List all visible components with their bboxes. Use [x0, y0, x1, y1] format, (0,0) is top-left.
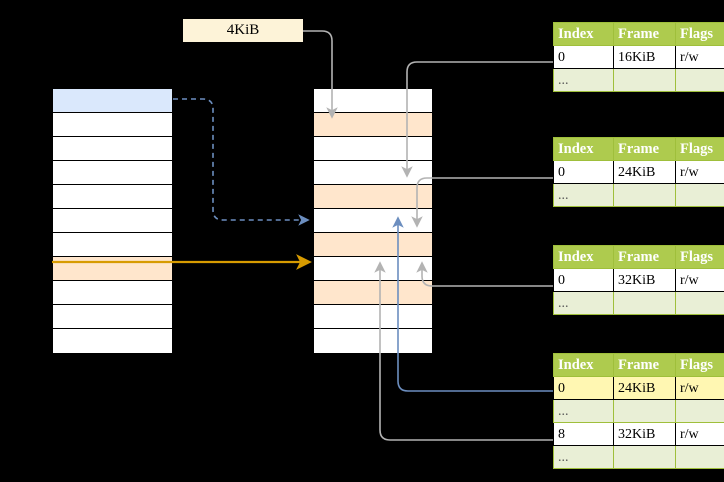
table-cell-flags: r/w [675, 160, 724, 184]
column-header-index: Index [553, 137, 614, 161]
table-cell-index: 0 [553, 268, 614, 292]
page-size-label: 4KiB [183, 19, 303, 42]
memory-cell [314, 185, 432, 209]
memory-cell [53, 89, 172, 113]
table-cell-flags [675, 445, 724, 469]
memory-cell [53, 305, 172, 329]
memory-cell [314, 209, 432, 233]
table-cell-index: 8 [553, 422, 614, 446]
column-header-index: Index [553, 245, 614, 269]
table-cell-frame [613, 291, 676, 315]
table-cell-frame: 32KiB [613, 422, 676, 446]
table-cell-frame [613, 68, 676, 92]
table-cell-index: ... [553, 399, 614, 423]
memory-cell [53, 113, 172, 137]
memory-cell [314, 89, 432, 113]
table-row: ... [553, 68, 724, 92]
table-row: ... [553, 183, 724, 207]
table-cell-index: 0 [553, 160, 614, 184]
table-cell-frame [613, 399, 676, 423]
column-header-frame: Frame [613, 22, 676, 46]
column-header-frame: Frame [613, 353, 676, 377]
table-cell-index: ... [553, 68, 614, 92]
column-header-flags: Flags [675, 22, 724, 46]
memory-cell [314, 113, 432, 137]
table-cell-frame: 24KiB [613, 160, 676, 184]
memory-cell [53, 329, 172, 353]
table-cell-flags [675, 291, 724, 315]
memory-cell [53, 257, 172, 281]
table-cell-frame [613, 445, 676, 469]
memory-cell [53, 209, 172, 233]
virtual-address-space-column [52, 88, 173, 353]
memory-cell [314, 305, 432, 329]
column-header-index: Index [553, 22, 614, 46]
arrow-virtual-blue-page-to-physical-frame [173, 98, 310, 226]
table-cell-frame [613, 183, 676, 207]
column-header-flags: Flags [675, 245, 724, 269]
table-row: ... [553, 445, 724, 469]
column-header-flags: Flags [675, 137, 724, 161]
memory-cell [53, 161, 172, 185]
physical-address-space-column [313, 88, 433, 353]
table-cell-flags: r/w [675, 45, 724, 69]
table-cell-frame: 32KiB [613, 268, 676, 292]
table-cell-flags [675, 399, 724, 423]
memory-cell [314, 161, 432, 185]
table-cell-flags: r/w [675, 376, 724, 400]
column-header-flags: Flags [675, 353, 724, 377]
table-cell-flags [675, 183, 724, 207]
memory-cell [314, 257, 432, 281]
memory-cell [314, 329, 432, 353]
arrow-pt2-to-frame24k [411, 177, 553, 228]
memory-cell [314, 137, 432, 161]
column-header-index: Index [553, 353, 614, 377]
table-cell-flags: r/w [675, 422, 724, 446]
memory-cell [53, 137, 172, 161]
memory-cell [314, 281, 432, 305]
column-header-frame: Frame [613, 245, 676, 269]
table-row: ... [553, 291, 724, 315]
table-cell-index: ... [553, 291, 614, 315]
memory-cell [53, 281, 172, 305]
table-cell-index: 0 [553, 376, 614, 400]
table-cell-frame: 16KiB [613, 45, 676, 69]
arrow-pt3-to-frame32k [416, 261, 553, 287]
table-cell-index: ... [553, 445, 614, 469]
column-header-frame: Frame [613, 137, 676, 161]
table-cell-frame: 24KiB [613, 376, 676, 400]
table-cell-flags: r/w [675, 268, 724, 292]
table-row: ... [553, 399, 724, 423]
table-cell-index: 0 [553, 45, 614, 69]
table-cell-index: ... [553, 183, 614, 207]
memory-cell [53, 233, 172, 257]
memory-cell [314, 233, 432, 257]
memory-cell [53, 185, 172, 209]
table-cell-flags [675, 68, 724, 92]
